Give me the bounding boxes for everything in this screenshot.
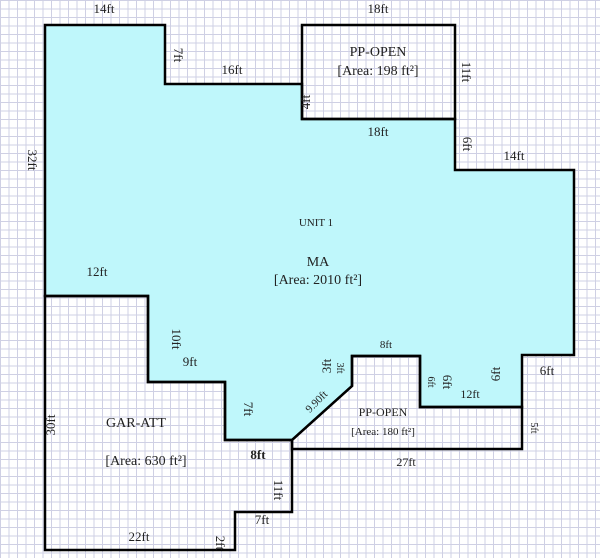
area-gar-att[interactable]	[43, 294, 294, 552]
pp-top-area: [Area: 198 ft²]	[337, 64, 418, 79]
dim-label: 32ft	[25, 150, 40, 171]
dim-label: 22ft	[129, 529, 150, 544]
dim-label: 9ft	[183, 354, 198, 369]
dim-label: 7ft	[171, 48, 186, 63]
pp-bottom-area: [Area: 180 ft²]	[351, 426, 415, 438]
dim-label: 14ft	[94, 1, 115, 16]
ma-area: [Area: 2010 ft²]	[274, 273, 362, 288]
ma-unit-label: UNIT 1	[299, 217, 333, 229]
area-pp-open-top[interactable]	[300, 23, 457, 121]
dim-label: 8ft	[380, 339, 392, 351]
dim-label: 3ft	[319, 358, 334, 373]
dim-label: 2ft	[213, 536, 228, 551]
dim-label: 11ft	[459, 62, 474, 83]
dim-label: 4ft	[298, 94, 313, 109]
dim-label: 30ft	[43, 414, 58, 435]
dim-label: 6ft	[440, 375, 455, 390]
dim-label: 14ft	[504, 148, 525, 163]
dim-label: 6ft	[540, 363, 555, 378]
dim-label: 18ft	[368, 1, 389, 16]
dim-label: 7ft	[255, 512, 270, 527]
dim-label: 16ft	[222, 62, 243, 77]
dim-label: 12ft	[460, 387, 480, 401]
ma-name: MA	[307, 255, 330, 270]
dim-label: 18ft	[368, 124, 389, 139]
gar-area: [Area: 630 ft²]	[105, 454, 186, 469]
dim-label: 3ft	[334, 362, 345, 373]
dim-label: 10ft	[169, 329, 184, 350]
area-pp-open-bottom[interactable]	[290, 354, 524, 451]
dim-label: 27ft	[396, 455, 416, 469]
dim-label: 11ft	[271, 480, 286, 501]
pp-bottom-name: PP-OPEN	[359, 405, 408, 419]
dim-label: 6ft	[460, 137, 475, 152]
dim-label: 6ft	[488, 366, 503, 381]
dim-label: 8ft	[250, 447, 266, 462]
dim-label: 5ft	[528, 422, 539, 433]
pp-top-name: PP-OPEN	[350, 45, 407, 60]
dim-label: 12ft	[87, 264, 108, 279]
dim-label: 6ft	[425, 376, 436, 387]
gar-name: GAR-ATT	[106, 416, 166, 431]
dim-label: 7ft	[241, 402, 256, 417]
